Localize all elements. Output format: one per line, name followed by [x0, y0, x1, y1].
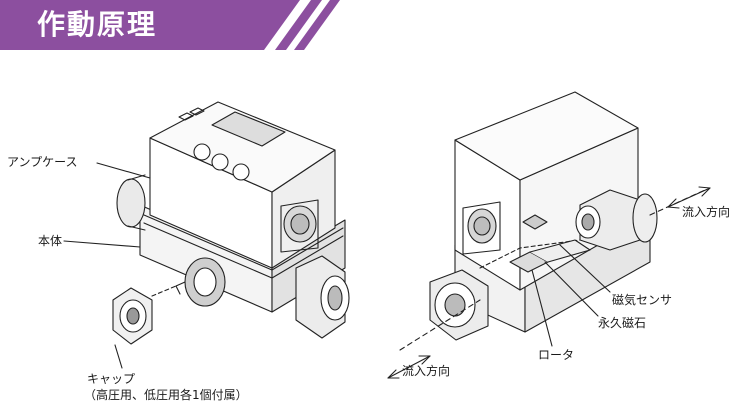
flow-arrow-top	[667, 186, 711, 209]
section-title: 作動原理	[37, 8, 158, 41]
operating-principle-diagram	[63, 91, 711, 379]
section-header-banner: 作動原理	[0, 0, 747, 50]
label-flow-direction-top: 流入方向	[682, 205, 731, 219]
flow-arrow-bottom	[387, 355, 431, 379]
label-rotor: ロータ	[538, 348, 575, 362]
leader-permanent-magnet	[544, 261, 599, 317]
banner-background	[0, 0, 340, 50]
right-device-illustration	[399, 91, 706, 351]
leader-body	[63, 240, 141, 248]
left-device-illustration	[112, 101, 350, 345]
leader-rotor	[531, 269, 553, 347]
label-body: 本体	[38, 234, 63, 248]
label-flow-direction-bottom: 流入方向	[402, 364, 451, 378]
leader-magnetic-sensor	[559, 244, 611, 293]
label-amp-case: アンプケース	[7, 155, 78, 169]
label-magnetic-sensor: 磁気センサ	[612, 293, 673, 307]
label-cap: キャップ	[87, 372, 136, 386]
label-permanent-magnet: 永久磁石	[598, 316, 647, 330]
leader-cap	[114, 344, 123, 369]
label-cap-note: （高圧用、低圧用各1個付属）	[84, 388, 248, 402]
leader-amp-case	[96, 162, 151, 179]
